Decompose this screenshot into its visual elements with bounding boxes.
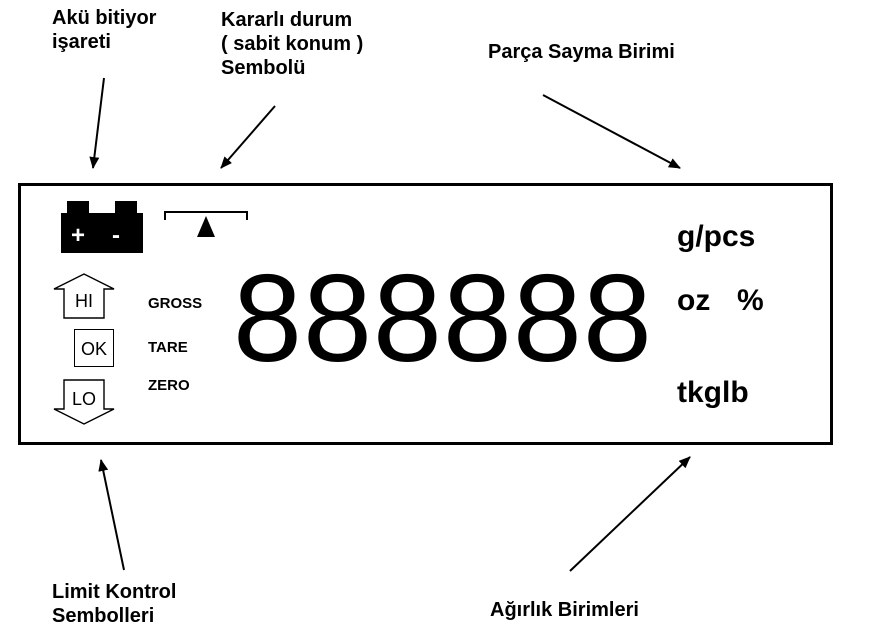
stable-icon (164, 210, 248, 240)
ok-label: OK (80, 339, 107, 359)
zero-indicator: ZERO (148, 377, 190, 394)
lcd-display: + - HI OK LO GROSS TARE ZERO 888888 g/pc… (18, 183, 833, 445)
lo-indicator: LO (53, 379, 115, 430)
weight-readout: 888888 (233, 250, 653, 388)
hi-label: HI (75, 291, 93, 311)
battery-low-icon: + - (61, 201, 143, 253)
arrow-limit (98, 459, 125, 571)
arrow-stable (220, 105, 276, 169)
unit-percent: % (737, 284, 764, 317)
weight-units-label: Ağırlık Birimleri (490, 599, 639, 621)
hi-indicator: HI (53, 273, 115, 324)
unit-oz: oz (677, 284, 711, 317)
unit-gpcs: g/pcs (677, 220, 756, 253)
lo-label: LO (71, 389, 96, 409)
battery-minus: - (112, 222, 120, 249)
battery-low-label: Akü bitiyor işareti (52, 7, 157, 53)
arrow-counting-unit (542, 94, 681, 169)
gross-indicator: GROSS (148, 295, 203, 312)
stable-symbol-label: Kararlı durum ( sabit konum ) Sembolü (221, 9, 364, 79)
tare-indicator: TARE (148, 339, 188, 356)
unit-tkglb: tkglb (677, 376, 749, 409)
battery-plus: + (71, 222, 86, 249)
arrow-weight-units (569, 456, 691, 572)
limit-control-label: Limit Kontrol Sembolleri (52, 581, 177, 627)
counting-unit-label: Parça Sayma Birimi (488, 41, 675, 63)
arrow-battery (89, 77, 105, 169)
